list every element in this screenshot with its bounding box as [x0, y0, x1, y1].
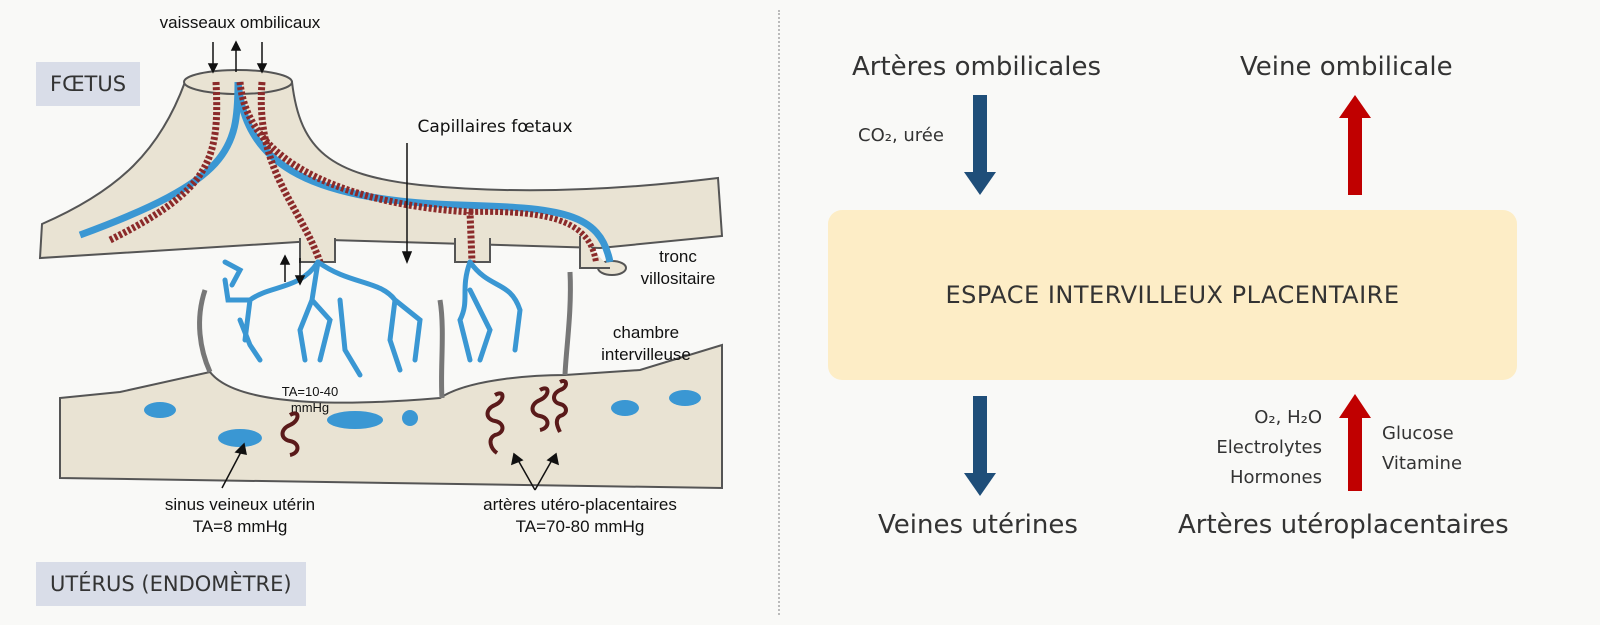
- arrow-up-top: [1339, 95, 1371, 195]
- sinus-label: sinus veineux utérin: [164, 495, 316, 514]
- co2-uree-label: CO₂, urée: [858, 125, 944, 146]
- fetal-capillaries: [222, 259, 523, 378]
- umbilical-artery-2: [257, 81, 324, 264]
- septum-right: [562, 271, 573, 376]
- capillaires-label: Capillaires fœtaux: [417, 117, 573, 137]
- vaisseaux-label: vaisseaux ombilicaux: [159, 13, 321, 32]
- septum-mid: [437, 299, 445, 399]
- placenta-illustration: [38, 40, 724, 491]
- uterine-sinuses: [144, 390, 701, 447]
- arrow-up-bottom: [1339, 394, 1371, 491]
- arteres-ombilicales-label: Artères ombilicales: [852, 52, 1101, 82]
- vitamine-label: Vitamine: [1382, 453, 1463, 474]
- umbilical-artery-1: [108, 81, 221, 244]
- espace-label: ESPACE INTERVILLEUX PLACENTAIRE: [945, 281, 1400, 309]
- chambre-label: chambre intervilleuse: [601, 323, 691, 364]
- foetus-tag: FŒTUS: [36, 62, 141, 106]
- arteres-ta-label: TA=70-80 mmHg: [515, 517, 645, 536]
- arteres-label: artères utéro-placentaires: [483, 495, 677, 514]
- uterus-tag: UTÉRUS (ENDOMÈTRE): [36, 562, 306, 606]
- electrolytes-label: Electrolytes: [1216, 437, 1322, 458]
- stem-villus-3: [579, 236, 610, 269]
- pointer-arrows: [207, 40, 560, 491]
- o2-h2o-label: O₂, H₂O: [1254, 407, 1322, 428]
- arrow-down-top: [964, 95, 996, 195]
- hormones-label: Hormones: [1229, 467, 1322, 488]
- panel-divider: [778, 10, 780, 615]
- ta-chambre-label: TA=10-40 mmHg: [281, 384, 339, 415]
- tronc-label: tronc villositaire: [640, 247, 716, 288]
- umbilical-artery-4: [469, 208, 599, 263]
- septum-left: [197, 289, 213, 374]
- sinus-ta-label: TA=8 mmHg: [192, 517, 288, 536]
- glucose-label: Glucose: [1382, 423, 1454, 444]
- veines-uterines-label: Veines utérines: [878, 510, 1078, 540]
- umbilical-vein-right: [234, 81, 614, 263]
- veine-ombilicale-label: Veine ombilicale: [1240, 52, 1453, 82]
- arrow-down-bottom: [964, 396, 996, 496]
- umbilical-vein: [78, 81, 242, 239]
- umbilical-artery-3: [236, 81, 476, 263]
- spiral-arteries: [280, 379, 568, 457]
- espace-intervilleux-box: ESPACE INTERVILLEUX PLACENTAIRE: [828, 210, 1517, 380]
- arteres-uteroplacentaires-label: Artères utéroplacentaires: [1178, 510, 1509, 540]
